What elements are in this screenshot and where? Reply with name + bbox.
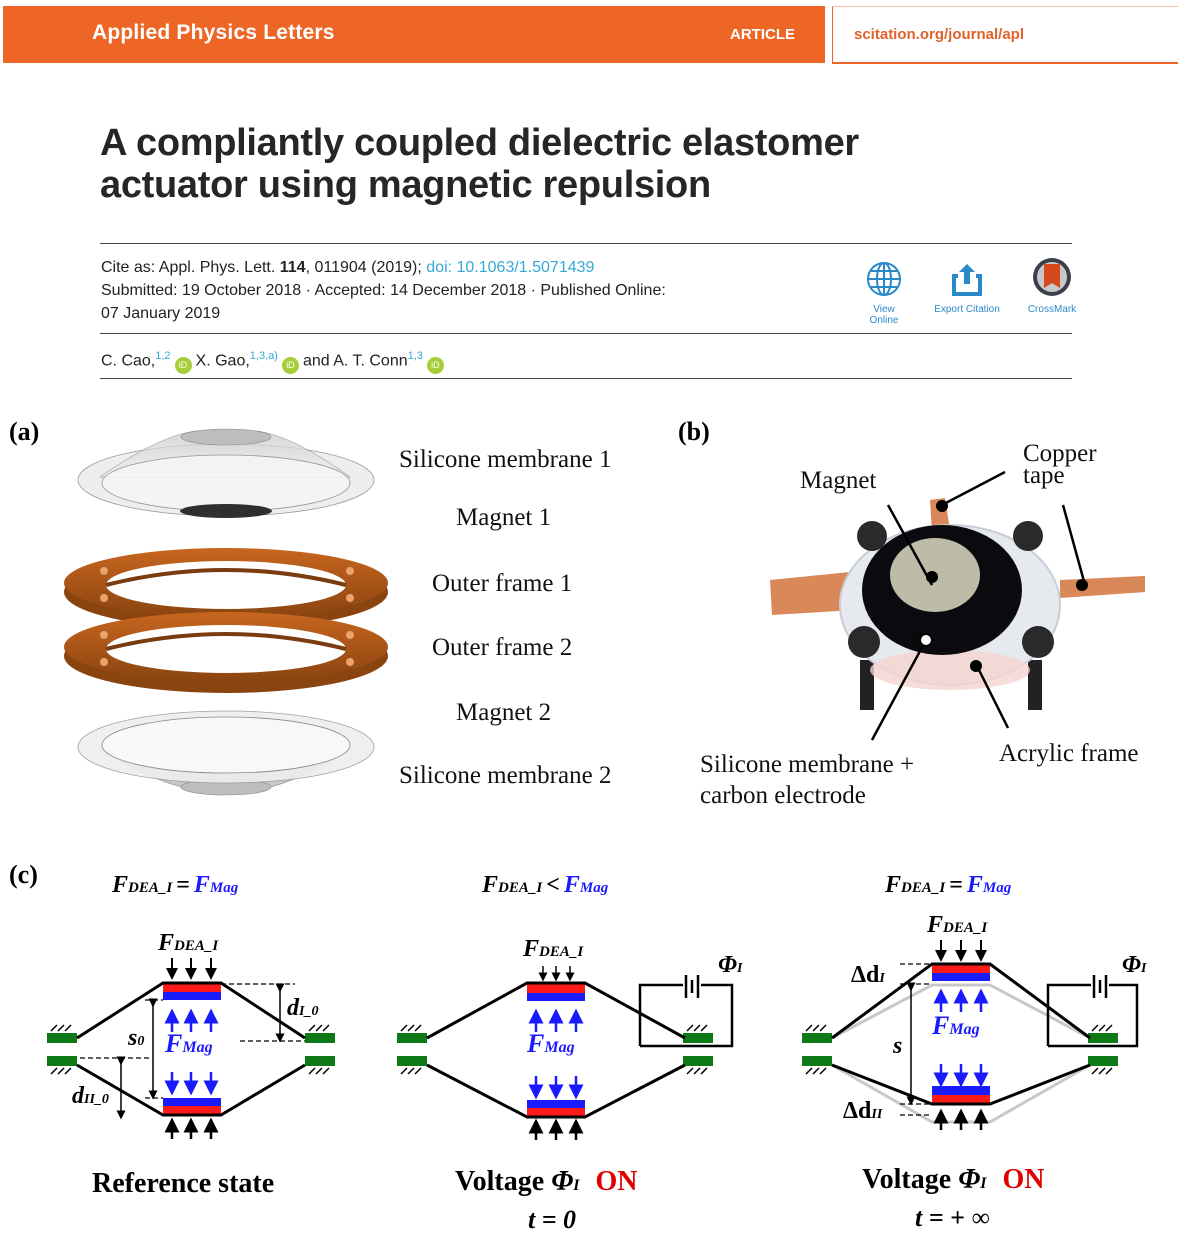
svg-text:FDEA_I: FDEA_I [522, 936, 584, 962]
svg-text:dII_0: dII_0 [72, 1083, 109, 1109]
reference-state-caption: Reference state [92, 1168, 274, 1199]
label-silicone-membrane-1: Silicone membrane 1 [399, 446, 612, 473]
label-silicone-membrane-2: Silicone membrane 2 [399, 762, 612, 789]
state-2-time: t = 0 [528, 1205, 576, 1234]
author-affiliation: 1,3 [407, 350, 423, 362]
state-3-time: t = + ∞ [915, 1203, 990, 1232]
label-outer-frame-2: Outer frame 2 [432, 634, 573, 661]
paper-title: A compliantly coupled dielectric elastom… [100, 122, 1000, 206]
crossmark-button[interactable]: CrossMark [1024, 256, 1080, 315]
annotation-membrane-electrode: Silicone membrane + carbon electrode [700, 751, 915, 809]
divider [100, 243, 1072, 244]
state-1-equation: FDEA_I=FMag [111, 872, 239, 898]
svg-text:ΦI: ΦI [1122, 952, 1147, 978]
svg-text:FMag: FMag [164, 1029, 213, 1058]
journal-url-box[interactable]: scitation.org/journal/apl [832, 6, 1178, 64]
orcid-icon[interactable]: iD [281, 357, 299, 375]
outer-frame-1 [64, 548, 388, 629]
annotation-magnet: Magnet [800, 467, 877, 494]
panel-c-label: (c) [9, 860, 38, 889]
journal-url[interactable]: scitation.org/journal/apl [854, 26, 1025, 43]
export-citation-label: Export Citation [934, 304, 1000, 315]
crossmark-icon [1033, 258, 1071, 296]
photo-annotation-lines [870, 470, 1088, 741]
doi-link[interactable]: doi: 10.1063/1.5071439 [426, 259, 595, 276]
author-name[interactable]: C. Cao, [101, 352, 156, 370]
panel-a-label: (a) [9, 417, 40, 446]
author-affiliation: 1,3,a) [249, 350, 278, 362]
title-line-2: actuator using magnetic repulsion [100, 164, 711, 206]
citation-block: Cite as: Appl. Phys. Lett. 114, 011904 (… [101, 256, 666, 325]
author-affiliation: 1,2 [155, 350, 171, 362]
dates-line-2: 07 January 2019 [101, 305, 221, 322]
svg-text:ΦI: ΦI [718, 952, 743, 978]
magnet-1 [180, 504, 272, 518]
label-magnet-1: Magnet 1 [456, 504, 552, 531]
svg-text:FDEA_I: FDEA_I [157, 930, 219, 956]
svg-text:FMag: FMag [931, 1011, 980, 1040]
voltage-on-t0-diagram: FDEA_I FMag ΦI [396, 936, 743, 1140]
orcid-icon[interactable]: iD [426, 357, 444, 375]
title-line-1: A compliantly coupled dielectric elastom… [100, 122, 859, 164]
view-online-button[interactable]: View Online [858, 260, 910, 326]
exploded-view-diagram [64, 428, 388, 796]
svg-text:dI_0: dI_0 [287, 995, 318, 1021]
article-type: ARTICLE [730, 26, 795, 43]
voltage-on-steady-diagram: FDEA_I FMag ΦI ΔdI s ΔdII [801, 912, 1147, 1130]
divider [100, 378, 1072, 379]
silicone-membrane-2 [77, 710, 375, 796]
outer-frame-2 [64, 612, 388, 693]
journal-name[interactable]: Applied Physics Letters [92, 21, 335, 44]
annotation-acrylic-frame: Acrylic frame [999, 740, 1139, 767]
orcid-icon[interactable]: iD [174, 357, 192, 375]
export-icon [952, 264, 982, 296]
author-name[interactable]: X. Gao, [195, 352, 250, 370]
volume: 114 [279, 259, 306, 276]
label-outer-frame-1: Outer frame 1 [432, 570, 573, 597]
globe-icon [867, 262, 901, 296]
force-balance-diagram: FDEA_I=FMag FDEA_I FMag dI_0 s0 dII_0 Re… [46, 872, 1147, 1234]
crossmark-label: CrossMark [1027, 304, 1077, 315]
divider [100, 333, 1072, 334]
panel-b-label: (b) [678, 417, 710, 446]
journal-banner: Applied Physics Letters ARTICLE [3, 6, 825, 63]
dates-line-1: Submitted: 19 October 2018 · Accepted: 1… [101, 282, 666, 299]
svg-text:FDEA_I: FDEA_I [926, 912, 988, 938]
annotation-copper-tape: Copper tape [1023, 440, 1097, 489]
export-citation-button[interactable]: Export Citation [934, 260, 1000, 315]
author-name[interactable]: and A. T. Conn [302, 352, 408, 370]
svg-text:ΔdII: ΔdII [843, 1098, 883, 1124]
cite-suffix: , 011904 (2019); [305, 259, 427, 276]
label-magnet-2: Magnet 2 [456, 699, 552, 726]
view-online-label: View Online [869, 304, 899, 326]
state-3-equation: FDEA_I=FMag [884, 872, 1012, 898]
state-2-equation: FDEA_I<FMag [481, 872, 609, 898]
svg-text:FMag: FMag [526, 1029, 575, 1058]
svg-text:s0: s0 [127, 1025, 144, 1051]
actuator-photo [770, 498, 1145, 710]
silicone-membrane-1 [77, 428, 375, 517]
svg-text:s: s [892, 1033, 902, 1059]
cite-prefix: Cite as: Appl. Phys. Lett. [101, 259, 280, 276]
svg-text:ΔdI: ΔdI [851, 962, 885, 988]
reference-state-diagram: FDEA_I FMag dI_0 s0 dII_0 [46, 930, 336, 1139]
